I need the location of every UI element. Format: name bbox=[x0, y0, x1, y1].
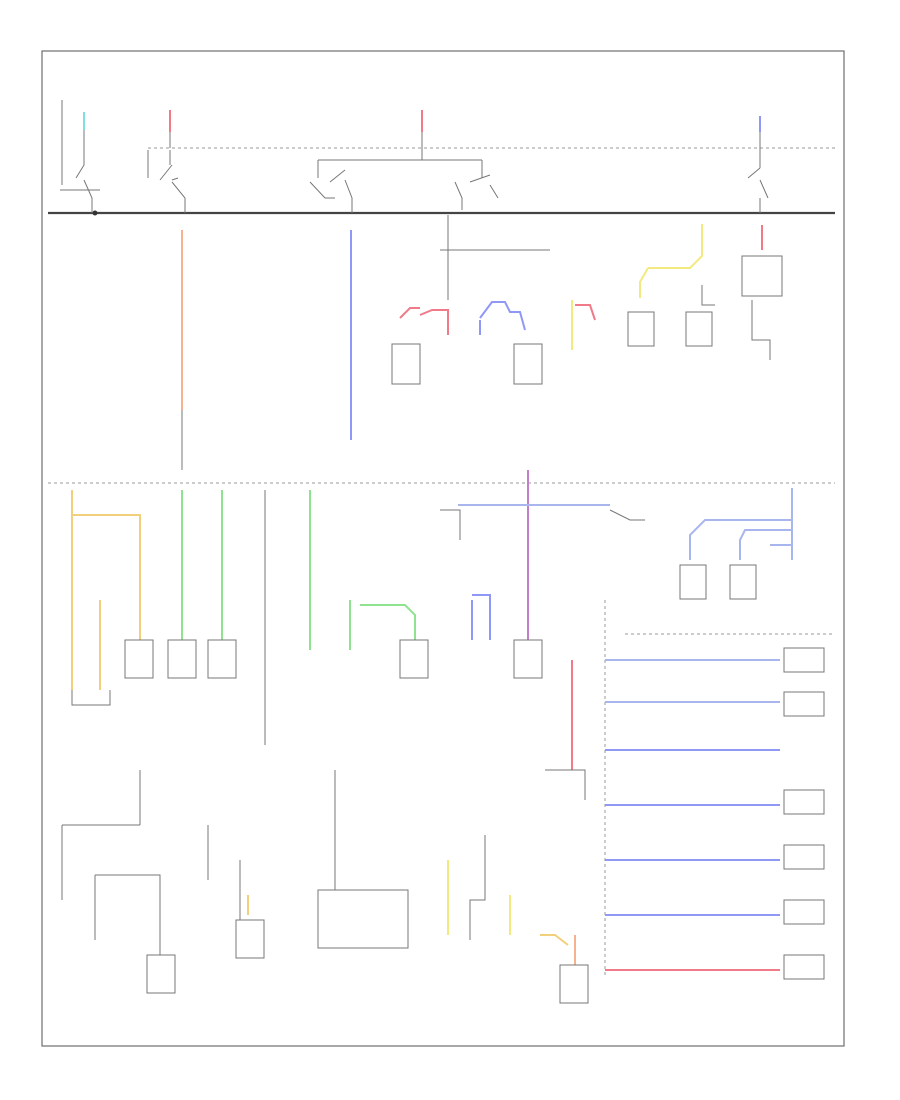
lower-center-group bbox=[317, 770, 589, 1004]
output-component-box bbox=[783, 844, 825, 870]
upper-relay-group bbox=[399, 224, 783, 360]
component-box bbox=[399, 639, 429, 679]
ignition-switch-group bbox=[60, 100, 100, 216]
diagram-frame bbox=[41, 50, 845, 1047]
component-box bbox=[559, 964, 589, 1004]
component-box bbox=[124, 639, 154, 679]
component-box bbox=[627, 311, 655, 347]
output-component-box bbox=[783, 789, 825, 815]
component-box bbox=[729, 564, 757, 600]
component-box bbox=[679, 564, 707, 600]
output-component-box bbox=[783, 647, 825, 673]
middle-left-group bbox=[71, 490, 266, 745]
lower-left-group bbox=[61, 770, 265, 994]
fuse-top-left bbox=[147, 110, 186, 213]
component-box bbox=[146, 954, 176, 994]
right-output-panel bbox=[545, 600, 825, 980]
component-box bbox=[235, 919, 265, 959]
fuse-top-right bbox=[747, 116, 769, 213]
middle-right-group bbox=[679, 488, 793, 600]
component-box bbox=[391, 343, 421, 385]
middle-center-group bbox=[309, 470, 645, 679]
output-component-box bbox=[783, 954, 825, 980]
component-box bbox=[167, 639, 197, 679]
component-box bbox=[513, 343, 543, 385]
component-box bbox=[685, 311, 713, 347]
component-box bbox=[207, 639, 237, 679]
output-component-box bbox=[783, 899, 825, 925]
component-boxes-row-1 bbox=[391, 311, 713, 385]
component-box bbox=[317, 889, 409, 949]
output-component-box bbox=[783, 691, 825, 717]
bus-junction-dot bbox=[92, 210, 98, 216]
fuse-top-center bbox=[309, 110, 499, 213]
component-box bbox=[513, 639, 543, 679]
relay-box bbox=[741, 255, 783, 297]
